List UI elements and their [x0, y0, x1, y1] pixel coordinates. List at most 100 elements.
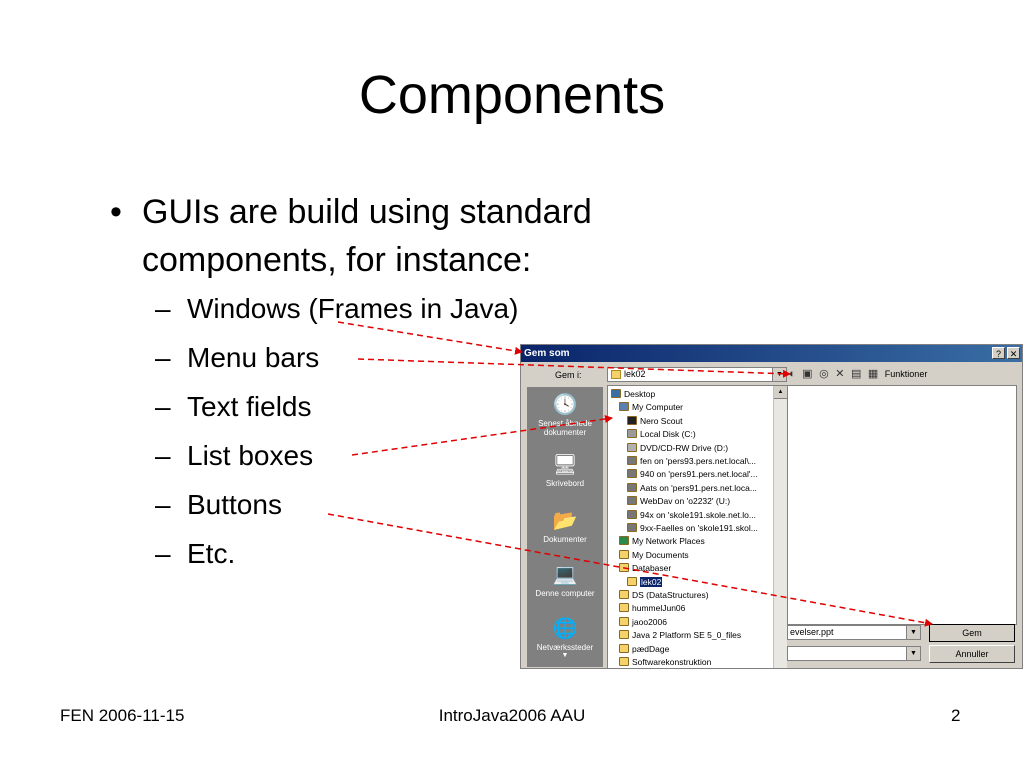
- computer-icon: 💻: [552, 564, 578, 586]
- dropdown-item-label: Softwarekonstruktion: [632, 657, 712, 667]
- documents-folder-icon: 📂: [552, 510, 578, 532]
- dropdown-list-item[interactable]: My Documents: [619, 549, 689, 561]
- sub-item-list-boxes: –List boxes: [110, 431, 710, 480]
- folder-icon: [619, 563, 629, 573]
- dropdown-list-item[interactable]: My Network Places: [619, 535, 705, 547]
- sub-item-label: Windows (Frames in Java): [187, 293, 519, 324]
- recent-documents-icon: 🕓: [552, 394, 578, 416]
- nero-icon: [627, 415, 637, 425]
- back-icon[interactable]: ◐: [789, 367, 796, 380]
- save-in-combo[interactable]: lek02 ▼: [607, 367, 787, 382]
- sub-item-label: Menu bars: [187, 342, 320, 373]
- footer-date: FEN 2006-11-15: [60, 706, 185, 725]
- place-label: Denne computer: [535, 589, 595, 598]
- network-icon: [619, 536, 629, 546]
- up-folder-icon[interactable]: ▣: [802, 368, 813, 380]
- place-recent[interactable]: 🕓 Senest åbnede dokumenter: [527, 393, 603, 437]
- dropdown-list-item[interactable]: Java 2 Platform SE 5_0_files: [619, 629, 741, 641]
- dropdown-list-item[interactable]: DS (DataStructures): [619, 589, 709, 601]
- disk-icon: [627, 429, 637, 439]
- sub-dash: –: [155, 440, 171, 471]
- sub-item-label: Buttons: [187, 489, 282, 520]
- dropdown-item-label: Java 2 Platform SE 5_0_files: [632, 630, 742, 641]
- dropdown-list-item[interactable]: WebDav on 'o2232' (U:): [627, 495, 730, 507]
- dropdown-list-item[interactable]: jaoo2006: [619, 616, 667, 628]
- dropdown-list-item[interactable]: Local Disk (C:): [627, 428, 696, 440]
- bullet-dot: •: [110, 193, 122, 231]
- dropdown-list-item[interactable]: Databaser: [619, 562, 671, 574]
- folder-icon: [611, 370, 621, 379]
- place-network[interactable]: 🌐 Netværkssteder ▼: [527, 617, 603, 659]
- tools-menu[interactable]: Funktioner: [884, 368, 928, 379]
- documents-icon: [619, 549, 629, 559]
- slide-number: 2: [951, 706, 961, 725]
- place-label: Dokumenter: [543, 535, 587, 544]
- network-drive-icon: [627, 482, 637, 492]
- dropdown-list-item[interactable]: 9xx-Faelles on 'skole191.skol...: [627, 522, 758, 534]
- save-button[interactable]: Gem: [929, 624, 1015, 642]
- new-folder-icon[interactable]: ▤: [850, 368, 862, 380]
- sub-dash: –: [155, 489, 171, 520]
- network-drive-icon: [627, 523, 637, 532]
- dropdown-list-item[interactable]: Softwarekonstruktion: [619, 656, 711, 668]
- dropdown-item-label: DS (DataStructures): [632, 590, 709, 600]
- sub-item-buttons: –Buttons: [110, 480, 710, 529]
- dialog-title-bar: Gem som: [521, 345, 1022, 362]
- scroll-up-icon[interactable]: ▲: [774, 386, 787, 399]
- dropdown-list-item[interactable]: Nero Scout: [627, 415, 683, 427]
- sub-item-etc: –Etc.: [110, 529, 710, 578]
- desktop-icon: 🖥: [552, 454, 578, 476]
- dropdown-list-item[interactable]: 940 on 'pers91.pers.net.local'...: [627, 468, 758, 480]
- place-label: Senest åbnede dokumenter: [538, 419, 592, 437]
- close-button[interactable]: ✕: [1007, 347, 1020, 359]
- search-web-icon[interactable]: ◎: [819, 368, 829, 380]
- scroll-down-icon[interactable]: ▼: [561, 652, 569, 659]
- file-type-select[interactable]: ▼: [787, 646, 921, 661]
- dropdown-list-item[interactable]: My Computer: [619, 401, 683, 413]
- sub-item-text-fields: –Text fields: [110, 382, 710, 431]
- dropdown-item-label: pædDage: [632, 643, 670, 654]
- file-name-field[interactable]: evelser.ppt ▼: [787, 625, 921, 640]
- desktop-icon: [611, 389, 621, 398]
- folder-open-icon: [627, 576, 637, 586]
- views-icon[interactable]: ▦: [867, 368, 879, 380]
- file-list-pane[interactable]: [787, 385, 1017, 625]
- dropdown-item-label: Nero Scout: [640, 415, 683, 426]
- dropdown-item-label: My Network Places: [632, 536, 705, 547]
- dropdown-list-item[interactable]: fen on 'pers93.pers.net.local\...: [627, 455, 756, 467]
- folder-icon: [619, 630, 629, 640]
- help-button[interactable]: ?: [992, 347, 1005, 359]
- computer-icon: [619, 402, 629, 412]
- dropdown-scrollbar[interactable]: ▲: [773, 386, 787, 668]
- chevron-down-icon[interactable]: ▼: [906, 647, 920, 660]
- folder-icon: [619, 657, 629, 666]
- folder-icon: [619, 603, 629, 613]
- bullet-line-1: GUIs are build using standard: [142, 193, 592, 231]
- slide-title: Components: [358, 65, 666, 125]
- network-drive-icon: [627, 509, 637, 519]
- dropdown-list-item[interactable]: Aats on 'pers91.pers.net.loca...: [627, 482, 757, 494]
- network-drive-icon: [627, 496, 637, 506]
- chevron-down-icon[interactable]: ▼: [772, 368, 786, 381]
- sub-item-windows: –Windows (Frames in Java): [110, 284, 710, 333]
- delete-icon[interactable]: ✕: [835, 368, 845, 380]
- dropdown-list-item[interactable]: Desktop: [611, 388, 655, 400]
- dropdown-list-item[interactable]: 94x on 'skole191.skole.net.lo...: [627, 509, 756, 521]
- dropdown-item-label: jaoo2006: [632, 616, 667, 627]
- dropdown-list-item[interactable]: DVD/CD-RW Drive (D:): [627, 442, 728, 454]
- cancel-button[interactable]: Annuller: [929, 645, 1015, 663]
- footer-course: IntroJava2006 AAU: [438, 706, 586, 725]
- dropdown-list-item[interactable]: hummelJun06: [619, 602, 685, 614]
- bullet-list: • GUIs are build using standard componen…: [110, 188, 710, 578]
- dropdown-list-item[interactable]: lek02: [627, 576, 663, 588]
- network-drive-icon: [627, 456, 637, 465]
- dropdown-list-item[interactable]: pædDage: [619, 643, 669, 655]
- bullet-item: • GUIs are build using standard componen…: [110, 188, 710, 284]
- chevron-down-icon[interactable]: ▼: [906, 626, 920, 639]
- dropdown-item-label: lek02: [640, 576, 663, 587]
- place-desktop[interactable]: 🖥 Skrivebord: [527, 453, 603, 488]
- place-documents[interactable]: 📂 Dokumenter: [527, 509, 603, 544]
- place-computer[interactable]: 💻 Denne computer: [527, 563, 603, 598]
- dropdown-item-label: My Computer: [632, 402, 684, 413]
